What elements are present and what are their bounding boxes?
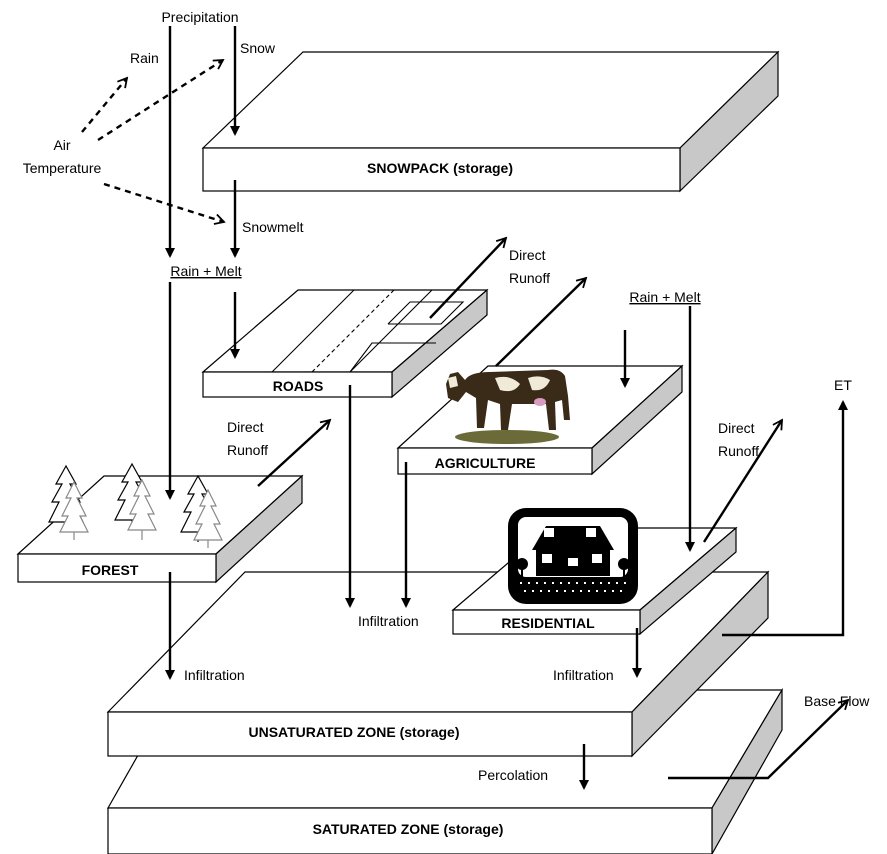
saturated-zone-label: SATURATED ZONE (storage) bbox=[313, 821, 504, 837]
residential-runoff-label: Runoff bbox=[718, 443, 759, 459]
roads-label: ROADS bbox=[273, 378, 324, 394]
roads-block: ROADS bbox=[203, 290, 487, 397]
rain-melt-right-label: Rain + Melt bbox=[629, 289, 700, 305]
residential-runoff-arrow bbox=[704, 420, 782, 542]
percolation-label: Percolation bbox=[478, 767, 548, 783]
residential-label: RESIDENTIAL bbox=[501, 615, 595, 631]
temperature-label: Temperature bbox=[23, 160, 102, 176]
residential-infiltration-label: Infiltration bbox=[553, 667, 614, 683]
residential-runoff-direct-label: Direct bbox=[718, 420, 755, 436]
roads-runoff-label: Runoff bbox=[509, 270, 550, 286]
snowpack-block: SNOWPACK (storage) bbox=[203, 52, 778, 191]
forest-runoff-direct-label: Direct bbox=[227, 419, 264, 435]
snowmelt-label: Snowmelt bbox=[242, 219, 304, 235]
unsaturated-zone-label: UNSATURATED ZONE (storage) bbox=[248, 724, 459, 740]
temp-to-rain-arrow bbox=[82, 78, 127, 132]
forest-label: FOREST bbox=[82, 562, 139, 578]
house-icon bbox=[508, 508, 638, 604]
rain-melt-left-label: Rain + Melt bbox=[170, 263, 241, 279]
snowpack-label: SNOWPACK (storage) bbox=[367, 160, 513, 176]
roads-infiltration-label: Infiltration bbox=[358, 613, 419, 629]
snow-label: Snow bbox=[240, 40, 276, 56]
temp-to-snow-arrow bbox=[98, 60, 223, 140]
rain-label: Rain bbox=[130, 50, 159, 66]
precipitation-label: Precipitation bbox=[161, 9, 238, 25]
forest-infiltration-label: Infiltration bbox=[184, 667, 245, 683]
agriculture-runoff-arrow bbox=[496, 278, 586, 366]
air-label: Air bbox=[53, 137, 70, 153]
roads-runoff-direct-label: Direct bbox=[509, 247, 546, 263]
et-label: ET bbox=[834, 377, 852, 393]
base-flow-label: Base Flow bbox=[804, 693, 870, 709]
agriculture-label: AGRICULTURE bbox=[435, 455, 536, 471]
forest-runoff-label: Runoff bbox=[227, 442, 268, 458]
